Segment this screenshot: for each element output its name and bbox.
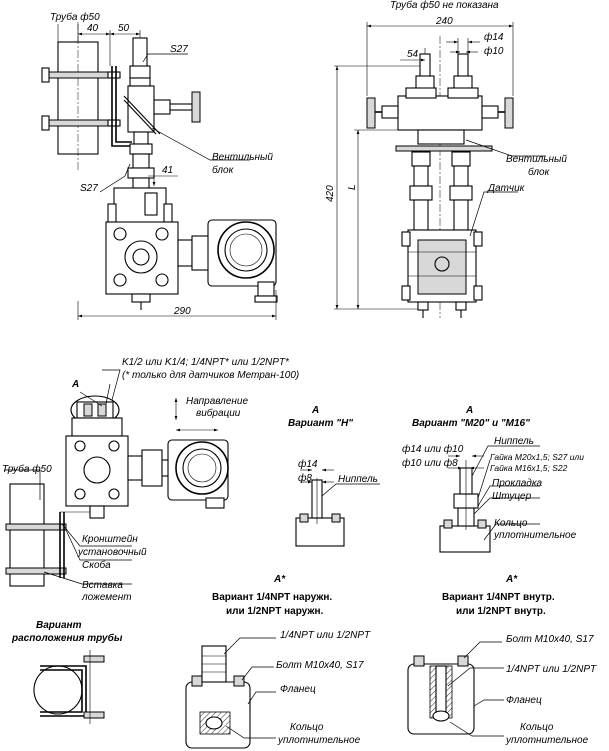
- sensor-body-side: [113, 187, 167, 227]
- variant-outer-thread: 1/4NPT или 1/2NPT: [280, 630, 371, 641]
- dim-l: L: [347, 184, 358, 190]
- variant-outer-title-2: или 1/2NPT наружн.: [226, 606, 323, 617]
- variant-m-nipple: Ниппель: [494, 436, 534, 447]
- dim-41: 41: [162, 165, 173, 176]
- dim-50: 50: [118, 23, 130, 34]
- variant-inner-letter: A*: [505, 574, 518, 585]
- variant-outer-drawing: [185, 637, 276, 749]
- front-view: [334, 22, 546, 318]
- variant-inner-flange: Фланец: [506, 695, 542, 706]
- variant-m-gasket: Прокладка: [492, 478, 543, 489]
- callout-a: A: [71, 379, 79, 390]
- valve-block-right-label-2: блок: [528, 166, 551, 178]
- valve-block-front: [397, 95, 483, 131]
- variant-outer-title-1: Вариант 1/4NPT наружн.: [212, 592, 332, 603]
- variant-h-f8: ф8: [298, 472, 312, 484]
- dim-240: 240: [435, 16, 453, 27]
- variant-m-ring-1: Кольцо: [494, 518, 528, 529]
- pipe-position-drawing: [33, 650, 105, 724]
- dim-s27-top: S27: [170, 44, 188, 55]
- sensor-label: Датчик: [487, 183, 526, 194]
- variant-inner-drawing: [407, 641, 504, 737]
- variant-h-f14: ф14: [298, 458, 318, 470]
- variant-m-fitting: Штуцер: [492, 491, 532, 502]
- insert-label-2: ложемент: [81, 592, 132, 603]
- variant-m-ring-2: уплотнительное: [493, 530, 577, 541]
- clamp-label: Скоба: [82, 559, 111, 571]
- insert-label-1: Вставка: [82, 580, 123, 591]
- vibration-label-1: Направление: [186, 396, 248, 407]
- dim-f10: ф10: [484, 45, 504, 57]
- variant-inner-title-1: Вариант 1/4NPT внутр.: [442, 592, 555, 603]
- variant-outer-flange: Фланец: [280, 684, 316, 695]
- thread-footnote: (* только для датчиков Метран-100): [122, 370, 299, 381]
- valve-block-left-label-2: блок: [212, 164, 235, 176]
- variant-inner-ring-1: Кольцо: [520, 722, 554, 733]
- vibration-label-2: вибрации: [196, 407, 241, 419]
- dim-420: 420: [325, 185, 336, 202]
- variant-m-letter: A: [465, 405, 473, 416]
- variant-m-drawing: [439, 445, 540, 553]
- variant-m-title: Вариант "M20" и "M16": [412, 418, 530, 429]
- variant-inner-thread: 1/4NPT или 1/2NPT: [506, 664, 597, 675]
- dim-40: 40: [87, 23, 99, 34]
- valve-block-left-label-1: Вентильный: [212, 152, 273, 163]
- pipe-not-shown-label: Труба ф50 не показана: [390, 0, 499, 11]
- dim-54: 54: [407, 49, 419, 60]
- variant-h-title: Вариант "H": [288, 418, 353, 429]
- pipe-label-top: Труба ф50: [50, 11, 100, 23]
- pipe-label-middle: Труба ф50: [2, 463, 52, 475]
- variant-inner-bolt: Болт M10x40, S17: [506, 634, 594, 645]
- variant-inner-title-2: или 1/2NPT внутр.: [456, 606, 546, 617]
- bracket-label-2: установочный: [77, 547, 147, 558]
- variant-outer-letter: A*: [273, 574, 286, 585]
- dim-f14: ф14: [484, 31, 504, 43]
- pipe-variant-title-2: расположения трубы: [11, 632, 123, 644]
- bracket-label-1: Кронштейн: [82, 534, 138, 545]
- variant-m-nut-1: Гайка M20x1,5; S27 или: [490, 452, 584, 462]
- variant-h-nipple: Ниппель: [338, 474, 378, 485]
- pipe-variant-title-1: Вариант: [36, 620, 82, 631]
- thread-note: K1/2 или K1/4; 1/4NPT* или 1/2NPT*: [122, 357, 290, 368]
- variant-outer-ring-2: уплотнительное: [277, 735, 361, 746]
- variant-outer-ring-1: Кольцо: [290, 722, 324, 733]
- variant-outer-bolt: Болт M10x40, S17: [276, 660, 364, 671]
- mounted-transmitter-view: [4, 369, 229, 587]
- dim-290: 290: [173, 306, 191, 317]
- variant-h-letter: A: [311, 405, 319, 416]
- side-view: [41, 22, 278, 320]
- variant-m-nut-2: Гайка M16x1,5; S22: [490, 463, 568, 473]
- valve-block-right-label-1: Вентильный: [506, 154, 567, 165]
- variant-inner-ring-2: уплотнительное: [505, 735, 589, 746]
- variant-h-drawing: [295, 468, 380, 547]
- variant-m-f10-f8: ф10 или ф8: [402, 457, 458, 469]
- variant-m-f14-f10: ф14 или ф10: [402, 443, 464, 455]
- dim-s27-left: S27: [80, 183, 98, 194]
